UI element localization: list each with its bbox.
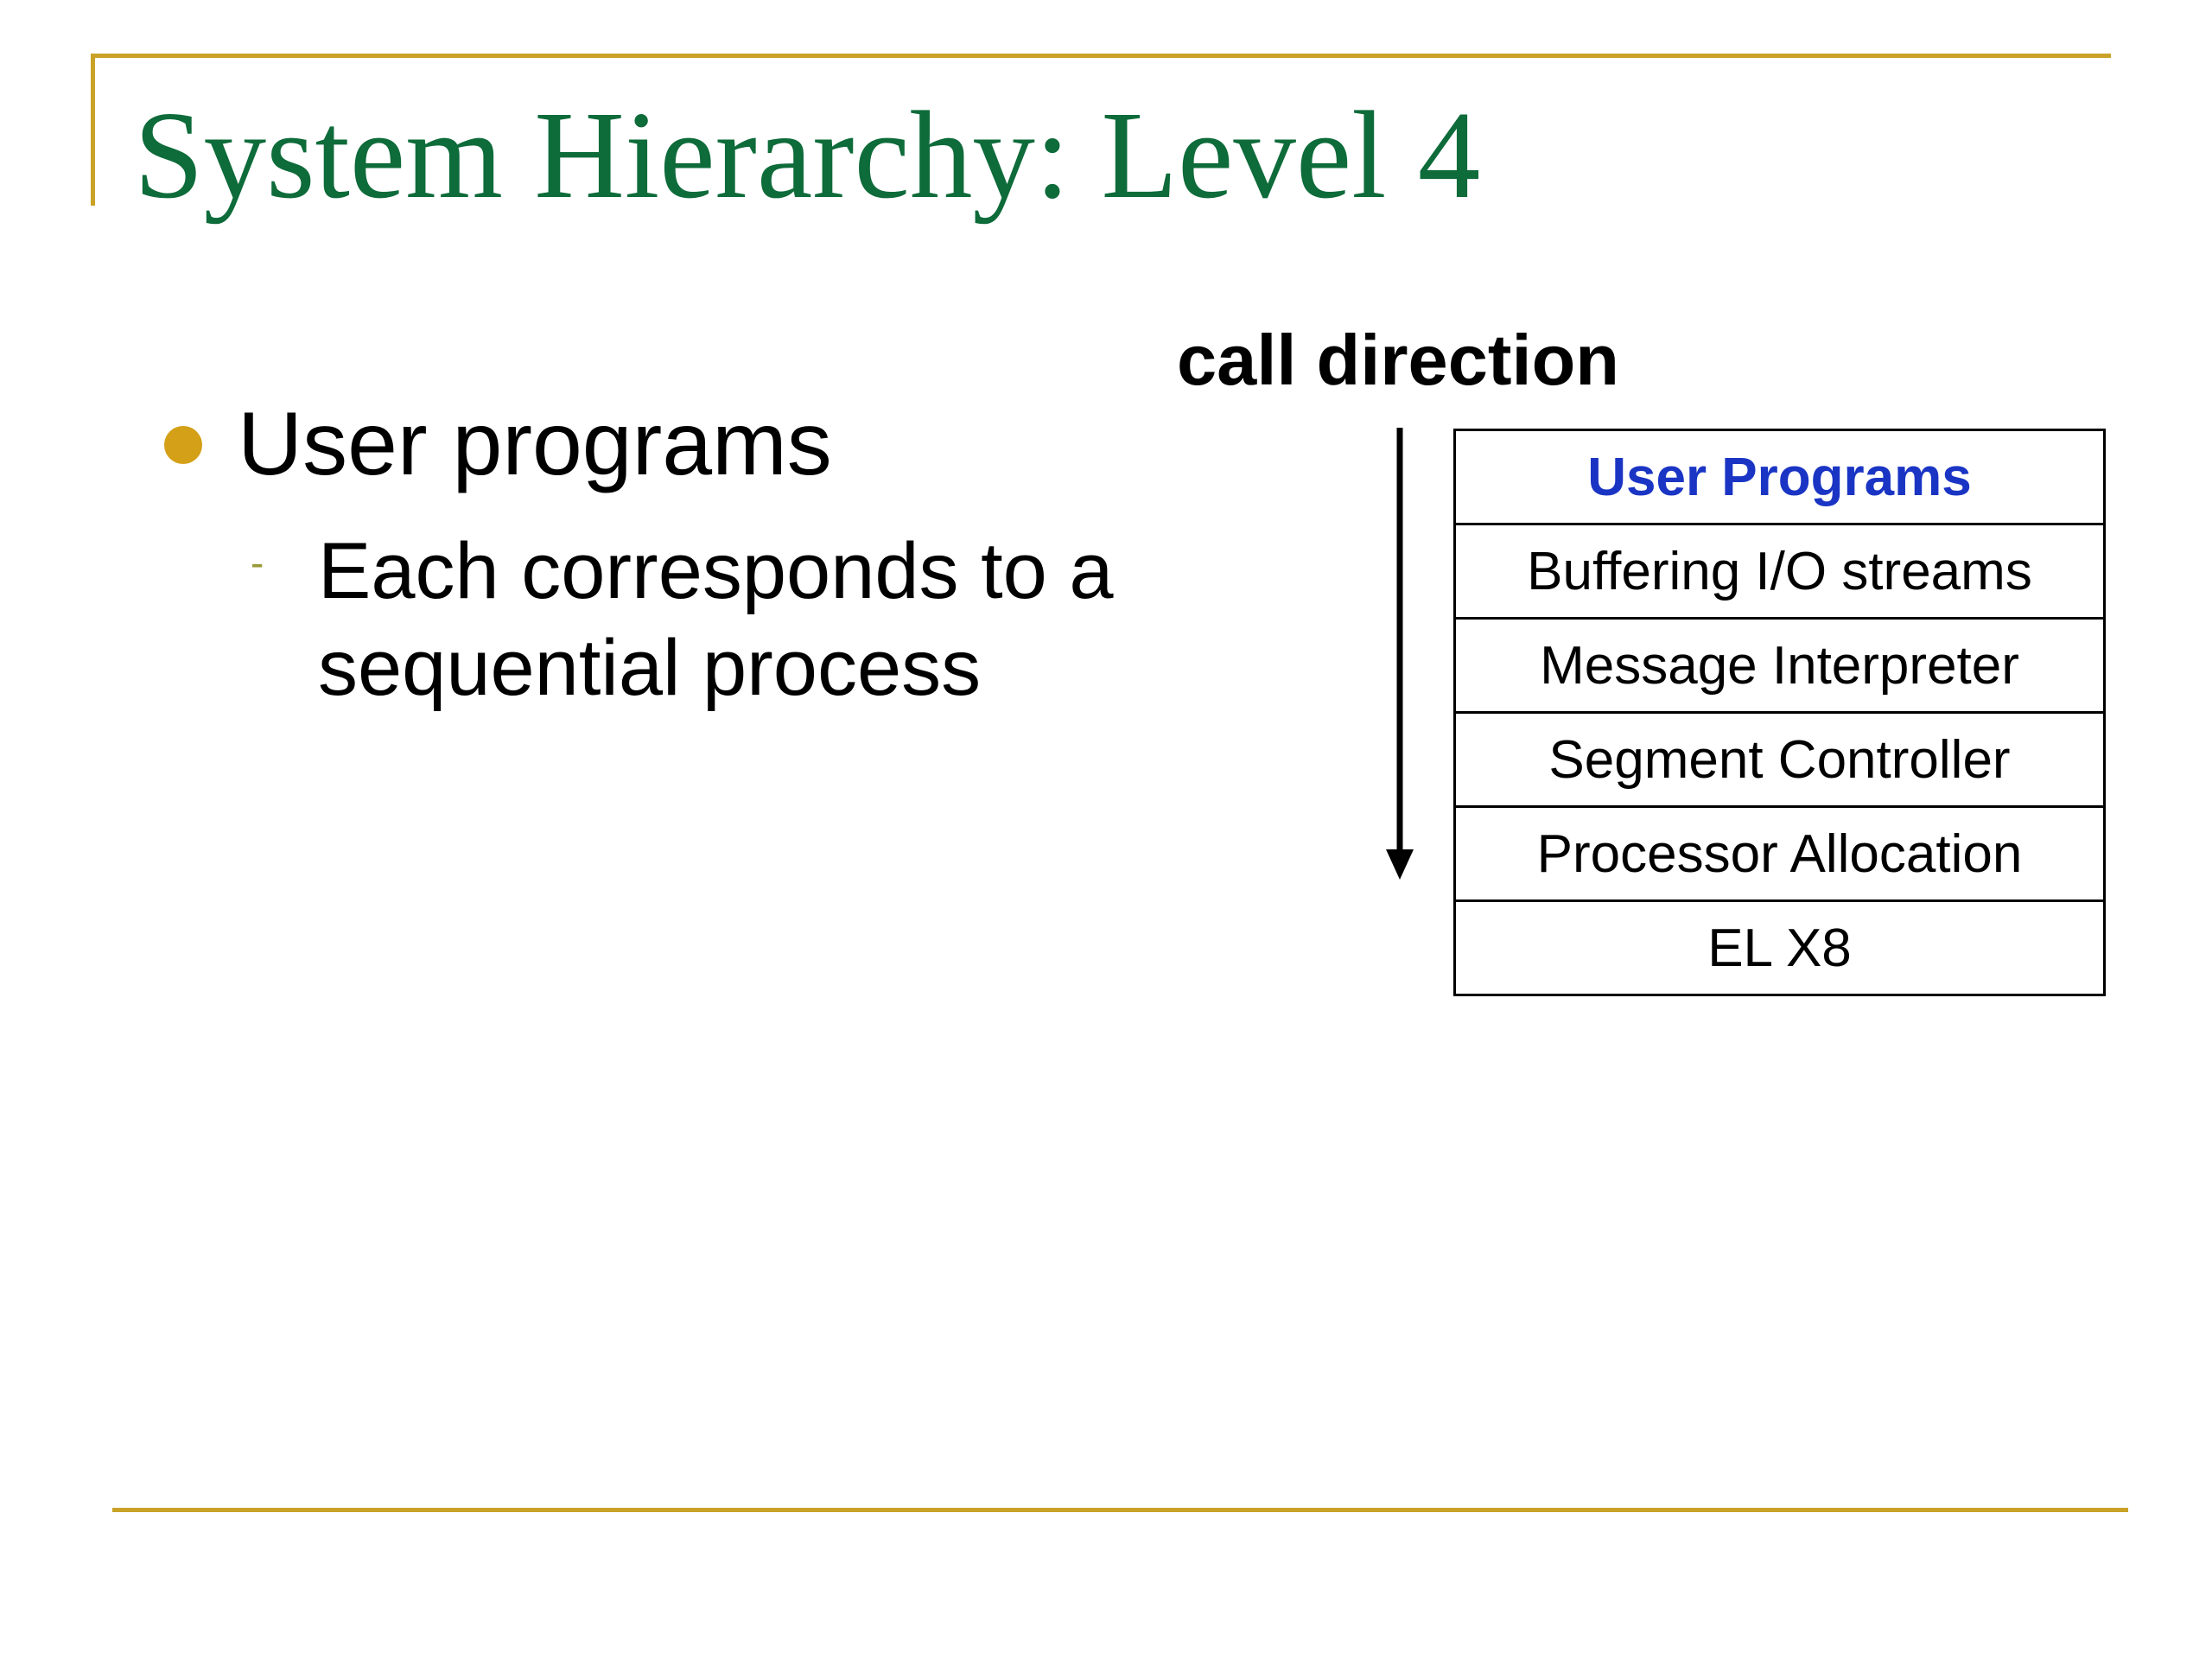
layer-processor-allocation: Processor Allocation <box>1456 808 2103 902</box>
top-rule <box>91 54 2111 58</box>
layer-message-interpreter: Message Interpreter <box>1456 620 2103 714</box>
dash-icon: - <box>251 540 264 585</box>
sub-bullet-text: Each corresponds to a sequential process <box>318 523 1182 716</box>
slide-title: System Hierarchy: Level 4 <box>134 86 1481 225</box>
bullet-text: User programs <box>238 394 832 494</box>
layer-el-x8: EL X8 <box>1707 918 1852 978</box>
sub-bullet-line-1: Each corresponds to a <box>318 527 1114 615</box>
bullet-dot-icon <box>164 426 202 464</box>
left-rule <box>91 54 95 206</box>
layer-segment-controller: Segment Controller <box>1456 714 2103 808</box>
layer-stack: User Programs Buffering I/O streams Mess… <box>1453 429 2106 996</box>
down-arrow-icon <box>1386 428 1414 880</box>
sub-bullet-line-2: sequential process <box>318 624 982 713</box>
call-direction-label: call direction <box>1177 320 1619 400</box>
bottom-rule <box>112 1508 2128 1512</box>
layer-user-programs: User Programs <box>1456 431 2103 525</box>
layer-buffering-io-streams: Buffering I/O streams <box>1456 525 2103 620</box>
